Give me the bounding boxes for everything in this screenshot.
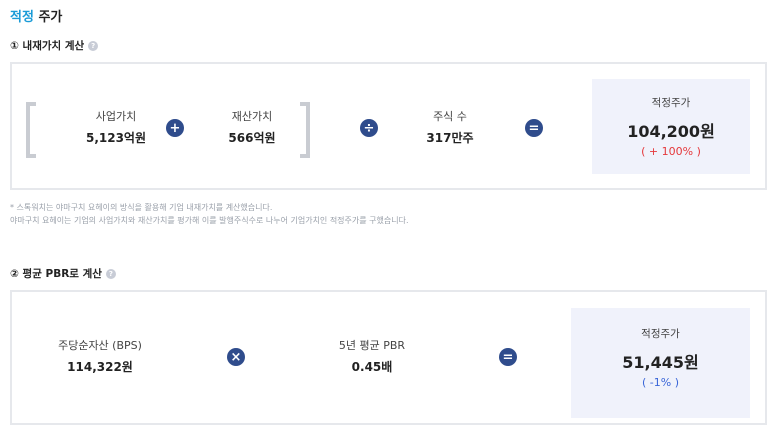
result2-label: 적정주가 bbox=[641, 328, 680, 340]
asset-value: 566억원 bbox=[228, 131, 276, 145]
times-icon: × bbox=[227, 348, 245, 366]
result-change: ( + 100% ) bbox=[641, 145, 701, 158]
result2-change: ( -1% ) bbox=[642, 376, 679, 389]
equals-icon: = bbox=[499, 348, 517, 366]
equals-icon: = bbox=[525, 119, 543, 137]
plus-icon: + bbox=[166, 119, 184, 137]
result-label: 적정주가 bbox=[651, 97, 691, 109]
business-value: 5,123억원 bbox=[85, 131, 147, 145]
page-title-rest: 주가 bbox=[38, 10, 63, 25]
bracket-left bbox=[26, 102, 36, 158]
divide-icon: ÷ bbox=[360, 119, 378, 137]
business-value-label: 사업가치 bbox=[95, 110, 137, 123]
asset-value-label: 재산가치 bbox=[231, 110, 273, 123]
page-title-accent: 적정 bbox=[10, 10, 34, 25]
question-icon[interactable]: ? bbox=[88, 40, 99, 51]
bps-value: 114,322원 bbox=[67, 360, 133, 374]
bps-label: 주당순자산 (BPS) bbox=[58, 339, 142, 352]
shares-label: 주식 수 bbox=[433, 110, 467, 123]
pbr-value: 0.45배 bbox=[351, 360, 393, 374]
bracket-right bbox=[300, 102, 310, 158]
section2-title: ② 평균 PBR로 계산 ? bbox=[10, 266, 116, 281]
section1-title: ① 내재가치 계산 ? bbox=[10, 38, 99, 53]
result-value: 104,200원 bbox=[627, 122, 715, 141]
section2-title-text: ② 평균 PBR로 계산 bbox=[10, 268, 102, 280]
section1-title-text: ① 내재가치 계산 bbox=[10, 40, 85, 52]
result-box-2: 적정주가 51,445원 ( -1% ) bbox=[571, 308, 750, 418]
page-title: 적정 주가 bbox=[10, 6, 62, 25]
question-icon[interactable]: ? bbox=[105, 268, 116, 279]
note-1: * 스톡워치는 야마구치 요헤이의 방식을 활용해 기업 내재가치를 계산했습니… bbox=[10, 203, 273, 212]
result-box: 적정주가 104,200원 ( + 100% ) bbox=[592, 79, 750, 174]
note-2: 야마구치 요헤이는 기업의 사업가치와 재산가치를 평가해 이를 발행주식수로 … bbox=[10, 216, 409, 225]
pbr-label: 5년 평균 PBR bbox=[338, 339, 406, 352]
result2-value: 51,445원 bbox=[622, 353, 699, 372]
shares-value: 317만주 bbox=[426, 131, 474, 145]
